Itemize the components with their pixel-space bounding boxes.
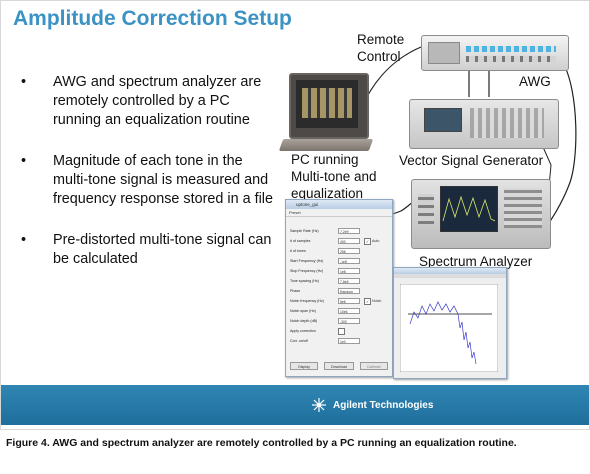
gui-row-label: Notch frequency (Hz) — [290, 299, 324, 303]
gui-row-value[interactable]: 1e0 — [338, 338, 360, 344]
gui-row-label: Tone spacing (Hz) — [290, 279, 319, 283]
gui-row: Apply correction — [290, 328, 388, 335]
gui-row: Phase Random — [290, 288, 388, 295]
brand-name: Agilent Technologies — [333, 399, 434, 411]
bullet-text: Magnitude of each tone in the multi-tone… — [53, 153, 273, 207]
gui-row-value[interactable]: 400 — [338, 238, 360, 244]
gui-menu-bar: Preset — [286, 209, 392, 217]
awg-label: AWG — [519, 74, 551, 89]
gui-row-label: Notch span (Hz) — [290, 309, 316, 313]
gui-title-bar: uptone_gui — [286, 200, 392, 209]
gui-row-value[interactable]: 7.2e9 — [338, 228, 360, 234]
gui-row: Sample Rate (Hz) 7.2e9 — [290, 228, 388, 235]
bullet-item: • Pre-distorted multi-tone signal can be… — [15, 231, 275, 269]
apply-correction-checkbox[interactable] — [338, 328, 345, 335]
gui-row-label: Sample Rate (Hz) — [290, 229, 319, 233]
gui-row: Corr. on/off 1e0 — [290, 338, 388, 345]
gui-row-label: Stop Frequency (Hz) — [290, 269, 324, 273]
gui-row: Notch frequency (Hz) 5e6 ✓ Notch — [290, 298, 388, 305]
notch-checkbox[interactable]: ✓ — [364, 298, 371, 305]
notch-label: Notch — [372, 299, 382, 303]
awg-instrument — [421, 35, 569, 71]
gui-row: Notch span (Hz) 10e6 — [290, 308, 388, 315]
equalization-gui-window: uptone_gui Preset Sample Rate (Hz)7.2e9 … — [285, 199, 393, 377]
vsg-display — [424, 108, 462, 132]
spectrum-analyzer-label: Spectrum Analyzer — [419, 254, 533, 269]
bullet-list: • AWG and spectrum analyzer are remotely… — [15, 73, 275, 285]
sa-keypad — [504, 188, 542, 228]
gui-row-label: # of tones — [290, 249, 306, 253]
gui-row: Start Frequency (Hz) -1e8 — [290, 258, 388, 265]
frequency-response-plot-window — [393, 267, 507, 379]
gui-row: Tone spacing (Hz) 7.8e5 — [290, 278, 388, 285]
bullet-text: AWG and spectrum analyzer are remotely c… — [53, 74, 262, 128]
download-button[interactable]: Download — [324, 362, 354, 370]
bullet-dot: • — [21, 232, 27, 248]
gui-row-label: Phase — [290, 289, 301, 293]
auto-label: Auto — [372, 239, 380, 243]
gui-row-value[interactable]: 10e6 — [338, 308, 360, 314]
awg-connectors — [466, 56, 556, 62]
vsg-instrument — [409, 99, 559, 149]
pc-screen — [296, 80, 358, 128]
bullet-item: • AWG and spectrum analyzer are remotely… — [15, 73, 275, 130]
vsg-keypad — [470, 108, 544, 138]
plot-toolbar — [394, 274, 506, 278]
pc-label: PC running Multi-tone and equalization — [291, 152, 377, 201]
gui-row: # of tones 256 — [290, 248, 388, 255]
gui-row-value[interactable]: 256 — [338, 248, 360, 254]
gui-row-label: Apply correction — [290, 329, 316, 333]
slide: Amplitude Correction Setup • AWG and spe… — [0, 0, 590, 430]
response-trace — [409, 301, 477, 365]
sa-trace — [442, 195, 496, 222]
pc-laptop — [289, 73, 369, 139]
gui-row-label: Notch depth (dB) — [290, 319, 318, 323]
gui-row-value[interactable]: -1e8 — [338, 258, 360, 264]
sa-screen — [440, 186, 498, 232]
plot-area — [400, 284, 498, 372]
display-button[interactable]: Display — [290, 362, 318, 370]
cable-vsg-sa — [540, 62, 577, 236]
footer-bar — [1, 385, 589, 425]
bullet-text: Pre-distorted multi-tone signal can be c… — [53, 232, 272, 267]
gui-row: Stop Frequency (Hz) 1e8 — [290, 268, 388, 275]
gui-row-value[interactable]: 7.8e5 — [338, 278, 360, 284]
gui-row-value[interactable]: 1e8 — [338, 268, 360, 274]
awg-channel-leds — [466, 46, 556, 52]
gui-row-value[interactable]: -300 — [338, 318, 360, 324]
gui-row-value[interactable]: 5e6 — [338, 298, 360, 304]
bullet-item: • Magnitude of each tone in the multi-to… — [15, 152, 275, 209]
auto-checkbox[interactable]: ✓ — [364, 238, 371, 245]
figure-caption: Figure 4. AWG and spectrum analyzer are … — [6, 437, 517, 449]
sa-left-knobs — [418, 194, 434, 224]
pc-keyboard — [278, 139, 374, 151]
gui-row-value[interactable]: Random — [338, 288, 360, 294]
vsg-label: Vector Signal Generator — [399, 153, 544, 168]
awg-front-panel — [428, 42, 460, 64]
gui-row-label: Start Frequency (Hz) — [290, 259, 324, 263]
gui-row-label: Corr. on/off — [290, 339, 308, 343]
pc-screen-content — [302, 88, 352, 118]
remote-control-label: Remote Control — [357, 32, 405, 64]
agilent-spark-icon — [312, 398, 326, 412]
slide-title: Amplitude Correction Setup — [13, 7, 292, 30]
plot-title-bar — [394, 268, 506, 274]
bullet-dot: • — [21, 74, 27, 90]
gui-row: # of samples 400 ✓ Auto — [290, 238, 388, 245]
spectrum-analyzer-instrument — [411, 179, 551, 249]
bullet-dot: • — [21, 153, 27, 169]
agilent-brand: Agilent Technologies — [311, 397, 433, 413]
calibrate-button[interactable]: Calibrate — [360, 362, 388, 370]
gui-row-label: # of samples — [290, 239, 311, 243]
gui-row: Notch depth (dB) -300 — [290, 318, 388, 325]
